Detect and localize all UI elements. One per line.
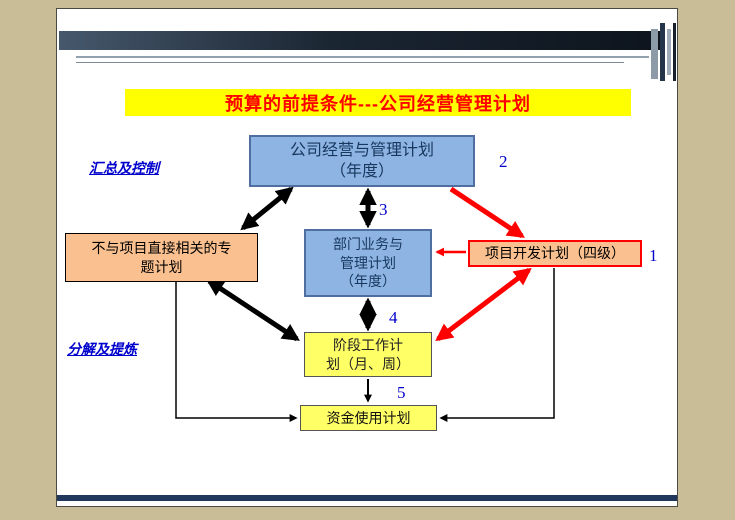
box-project-development-plan-text: 项目开发计划（四级）	[485, 245, 625, 262]
box-stage-work-plan: 阶段工作计 划（月、周）	[304, 332, 432, 377]
template-accent-stripe	[660, 23, 665, 81]
step-number-5: 5	[397, 383, 406, 402]
arrow-project-stage	[435, 267, 532, 342]
box-special-topic-plan-text: 不与项目直接相关的专 题计划	[91, 240, 232, 275]
template-bottom-bar	[57, 495, 677, 501]
template-divider-line	[76, 56, 649, 58]
connector-project-fund	[439, 268, 555, 422]
template-accent-stripe	[667, 29, 671, 75]
arrow-company-project	[449, 186, 525, 239]
arrow-special-stage	[206, 278, 300, 342]
box-department-plan-text: 部门业务与 管理计划 （年度）	[333, 236, 403, 290]
template-accent-stripe	[651, 29, 658, 79]
template-divider-line	[76, 62, 624, 63]
arrow-company-special	[240, 186, 294, 231]
box-stage-work-plan-text: 阶段工作计 划（月、周）	[326, 337, 410, 372]
box-department-plan: 部门业务与 管理计划 （年度）	[304, 229, 432, 297]
box-project-development-plan: 项目开发计划（四级）	[468, 240, 642, 267]
slide-title-banner: 预算的前提条件---公司经营管理计划	[125, 89, 631, 116]
box-fund-usage-plan-text: 资金使用计划	[326, 409, 411, 426]
slide-page: 预算的前提条件---公司经营管理计划 公司经营与管理计划 （年度） 部门	[56, 8, 678, 507]
step-number-3: 3	[379, 200, 388, 219]
step-number-1: 1	[649, 246, 658, 265]
step-number-2: 2	[499, 152, 508, 171]
step-number-4: 4	[389, 308, 398, 327]
box-special-topic-plan: 不与项目直接相关的专 题计划	[65, 233, 258, 282]
connector-special-fund	[175, 282, 298, 422]
slide-title-text: 预算的前提条件---公司经营管理计划	[225, 93, 531, 114]
template-top-bar	[59, 31, 661, 50]
box-company-plan: 公司经营与管理计划 （年度）	[249, 135, 475, 187]
label-decompose-refine: 分解及提炼	[67, 341, 137, 357]
label-summarize-control: 汇总及控制	[89, 160, 159, 176]
box-fund-usage-plan: 资金使用计划	[300, 405, 437, 431]
box-company-plan-text: 公司经营与管理计划 （年度）	[289, 141, 434, 180]
template-accent-stripe	[673, 23, 676, 81]
